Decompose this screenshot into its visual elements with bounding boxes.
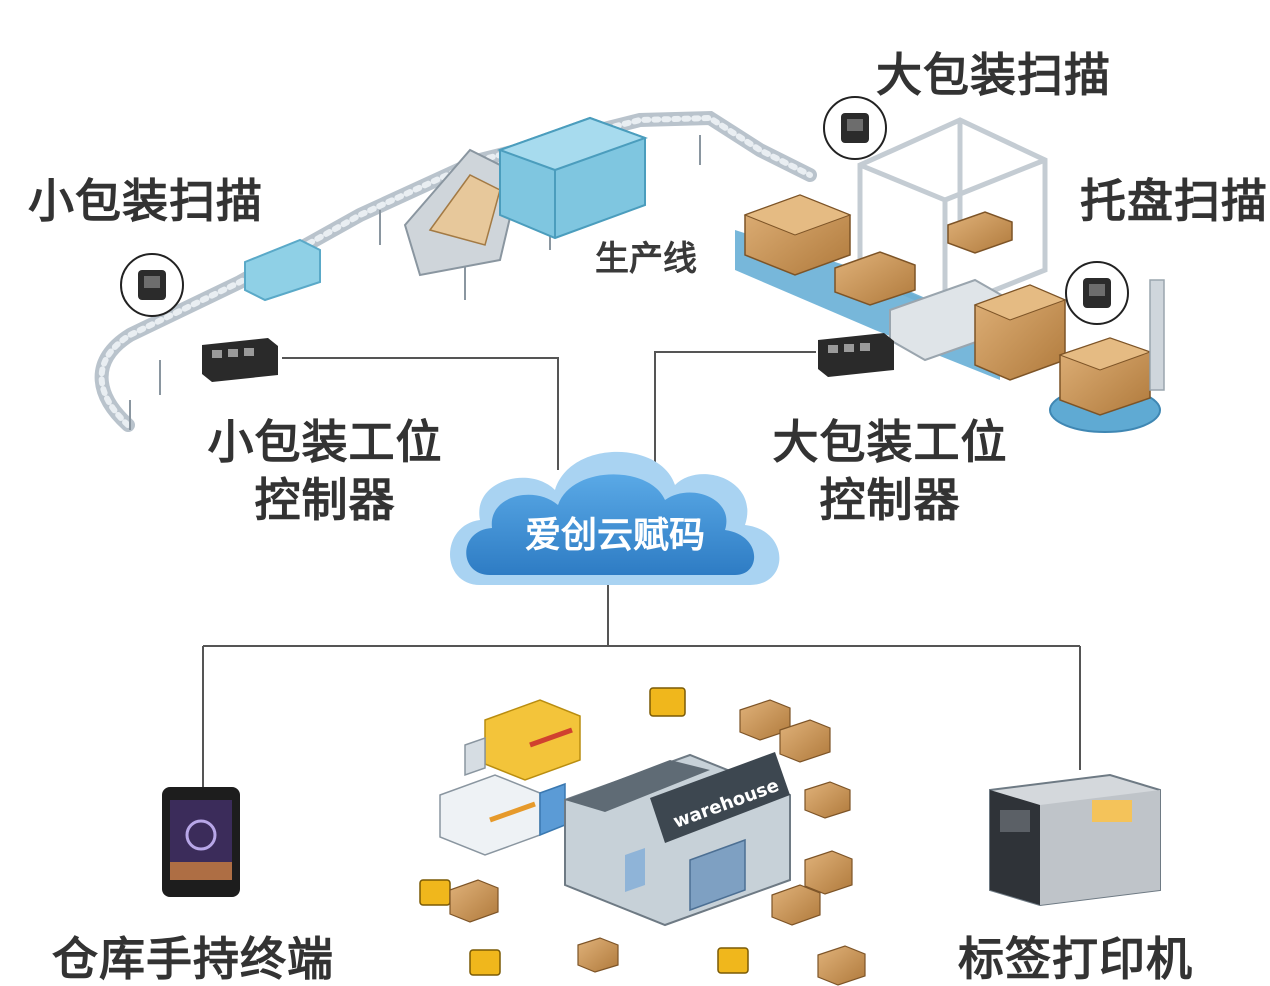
handheld-terminal-label: 仓库手持终端 [52, 932, 334, 986]
small-pack-scanner-icon [120, 253, 184, 317]
production-line-label: 生产线 [595, 239, 697, 279]
large-controller-line1: 大包装工位 [772, 415, 1008, 469]
label-printer-icon [989, 773, 1161, 907]
small-controller-line2: 控制器 [254, 473, 396, 527]
label-printer-label: 标签打印机 [958, 932, 1193, 986]
small-controller-label: 小包装工位 控制器 [205, 413, 445, 529]
large-pack-scan-label: 大包装扫描 [876, 48, 1111, 102]
warehouse-illustration: warehouse [419, 687, 866, 986]
small-controller-line1: 小包装工位 [207, 415, 443, 469]
production-line-illustration [94, 110, 1165, 433]
large-controller-line2: 控制器 [819, 473, 961, 527]
pallet-scanner-icon [1065, 261, 1129, 325]
small-controller-icon [202, 338, 278, 382]
small-pack-scan-label: 小包装扫描 [28, 174, 263, 228]
large-controller-icon [818, 333, 894, 377]
connector-lines [202, 351, 1081, 790]
handheld-terminal-icon [162, 787, 240, 897]
cloud-label: 爱创云赋码 [524, 515, 705, 556]
pallet-scan-label: 托盘扫描 [1080, 174, 1268, 228]
large-controller-label: 大包装工位 控制器 [770, 413, 1010, 529]
large-pack-scanner-icon [823, 96, 887, 160]
cloud-icon [450, 451, 780, 585]
